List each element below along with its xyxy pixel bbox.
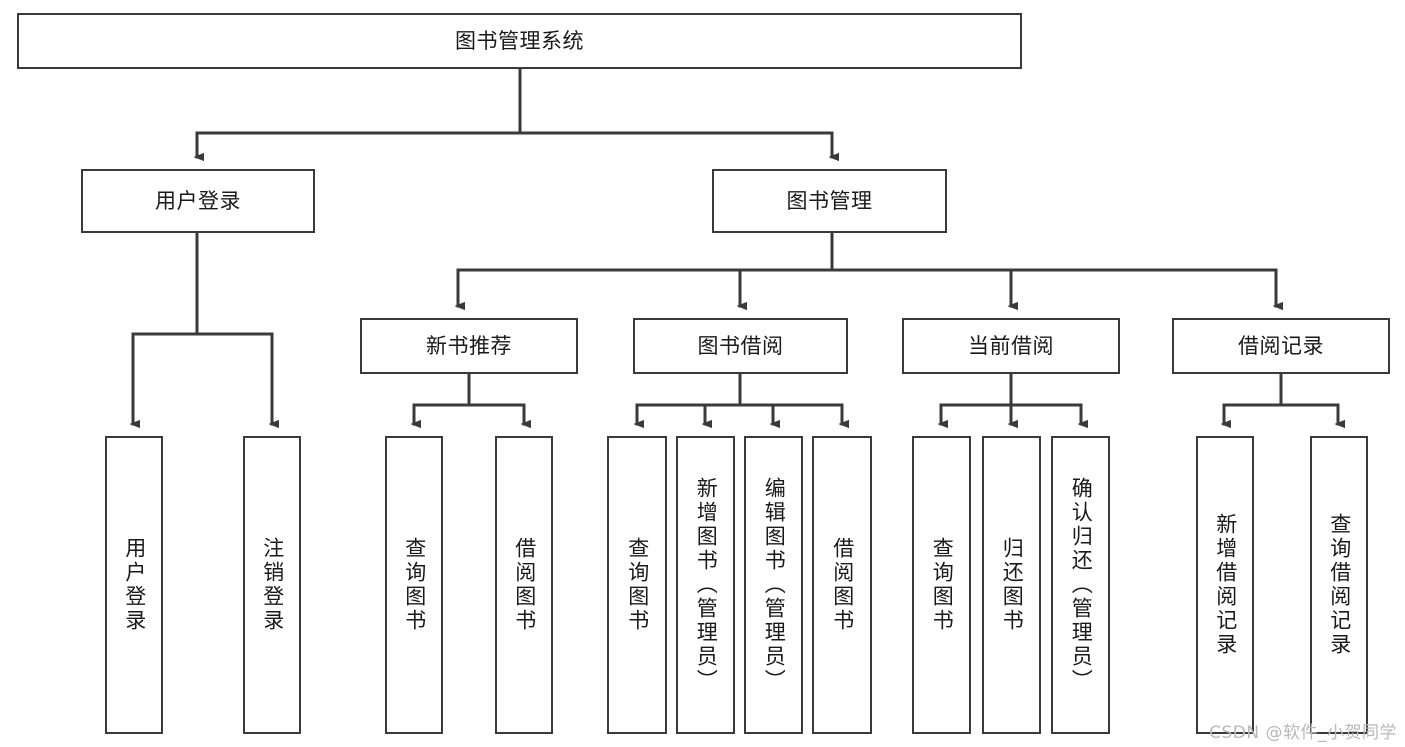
node-leaf-user-login[interactable]: 用户登录 <box>105 436 163 734</box>
node-new-book-recommend[interactable]: 新书推荐 <box>360 318 578 374</box>
node-user-login[interactable]: 用户登录 <box>81 169 315 233</box>
node-label: 新增图书（管理员） <box>694 477 719 693</box>
node-label: 图书管理 <box>786 188 873 213</box>
node-label: 编辑图书（管理员） <box>762 477 787 693</box>
node-label: 归还图书 <box>1000 537 1025 633</box>
node-leaf-query-borrow-record[interactable]: 查询借阅记录 <box>1310 436 1368 734</box>
node-borrow-record[interactable]: 借阅记录 <box>1172 318 1390 374</box>
node-label: 查询借阅记录 <box>1327 513 1352 657</box>
node-current-borrow[interactable]: 当前借阅 <box>902 318 1120 374</box>
node-leaf-query-book-recommend[interactable]: 查询图书 <box>385 436 443 734</box>
node-label: 查询图书 <box>930 537 955 633</box>
node-label: 确认归还（管理员） <box>1069 477 1094 693</box>
csdn-watermark: CSDN @软件_小贺同学 <box>1209 723 1397 743</box>
node-label: 查询图书 <box>625 537 650 633</box>
node-label: 新书推荐 <box>426 333 512 358</box>
node-label: 用户登录 <box>155 188 241 213</box>
node-leaf-borrow-book[interactable]: 借阅图书 <box>812 436 872 734</box>
node-leaf-edit-book-admin[interactable]: 编辑图书（管理员） <box>744 436 803 734</box>
node-leaf-confirm-return-admin[interactable]: 确认归还（管理员） <box>1051 436 1110 734</box>
node-label: 查询图书 <box>402 537 427 633</box>
node-leaf-query-book-current[interactable]: 查询图书 <box>912 436 971 734</box>
node-label: 用户登录 <box>122 537 147 633</box>
node-book-management[interactable]: 图书管理 <box>712 169 947 233</box>
node-label: 注销登录 <box>260 537 285 633</box>
node-label: 图书管理系统 <box>455 28 584 53</box>
node-leaf-add-book-admin[interactable]: 新增图书（管理员） <box>676 436 735 734</box>
node-label: 借阅图书 <box>512 537 537 633</box>
node-label: 借阅记录 <box>1238 333 1324 358</box>
node-label: 当前借阅 <box>968 333 1054 358</box>
node-leaf-logout-login[interactable]: 注销登录 <box>243 436 301 734</box>
node-leaf-borrow-book-recommend[interactable]: 借阅图书 <box>495 436 553 734</box>
node-leaf-query-book-borrow[interactable]: 查询图书 <box>607 436 667 734</box>
node-label: 借阅图书 <box>830 537 855 633</box>
node-label: 图书借阅 <box>697 333 784 358</box>
node-label: 新增借阅记录 <box>1213 513 1238 657</box>
node-book-borrow[interactable]: 图书借阅 <box>633 318 848 374</box>
node-leaf-return-book[interactable]: 归还图书 <box>982 436 1041 734</box>
node-leaf-add-borrow-record[interactable]: 新增借阅记录 <box>1196 436 1254 734</box>
node-root-book-management-system[interactable]: 图书管理系统 <box>17 13 1022 69</box>
